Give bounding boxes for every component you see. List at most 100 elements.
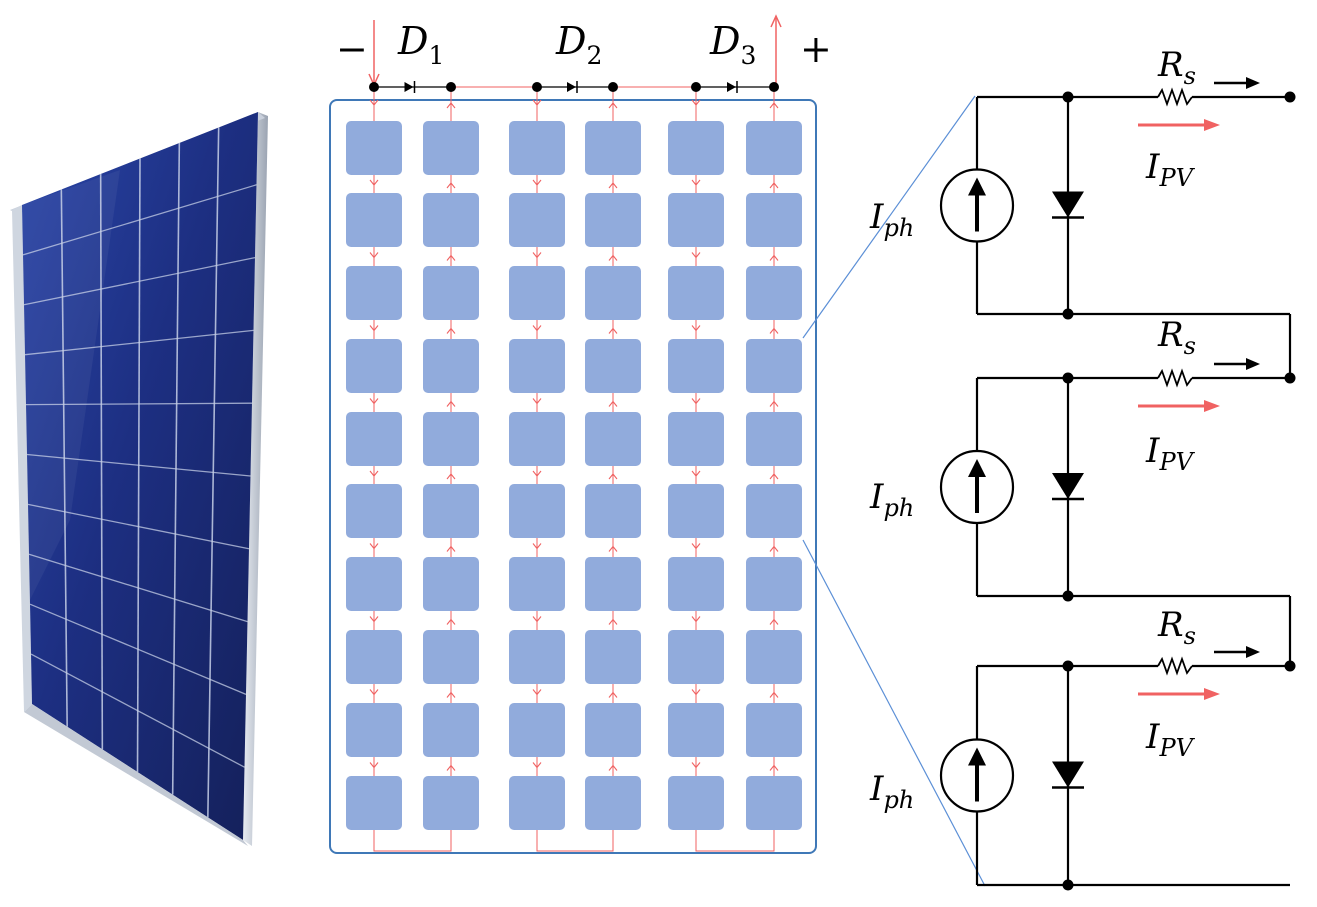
series-resistor-symbol <box>1157 368 1193 388</box>
flow-arrowhead <box>532 470 542 477</box>
flow-arrowhead <box>691 325 701 332</box>
solar-cell <box>585 557 641 611</box>
solar-cell <box>346 266 402 320</box>
flow-arrowhead <box>608 545 618 552</box>
bypass-diode-bus <box>369 81 779 93</box>
flow-arrowhead <box>532 398 542 405</box>
solar-cell <box>509 630 565 684</box>
diode-symbol <box>1052 761 1084 788</box>
output-terminal <box>1284 91 1296 103</box>
solar-cell <box>746 266 802 320</box>
solar-cell <box>746 630 802 684</box>
junction-dot <box>532 82 542 92</box>
module-schematic <box>329 14 817 854</box>
pv-current-label-2: IPV <box>1145 431 1196 476</box>
solar-cell <box>509 557 565 611</box>
panel-gridline <box>29 603 247 695</box>
solar-cell <box>668 121 724 175</box>
solar-cell <box>346 484 402 538</box>
solar-cell <box>668 776 724 830</box>
flow-arrowhead <box>446 545 456 552</box>
photocurrent-label-2: Iph <box>869 477 914 522</box>
flow-return <box>373 838 452 852</box>
solar-cell <box>668 266 724 320</box>
photocurrent-label-3: Iph <box>869 769 914 814</box>
diode-symbol <box>1052 191 1084 218</box>
solar-cell <box>585 193 641 247</box>
solar-cell <box>746 703 802 757</box>
solar-cell <box>346 121 402 175</box>
current-flow-paths <box>368 14 782 852</box>
bypass-diode-symbol <box>567 82 576 92</box>
bypass-diode-label-3: D3 <box>709 19 756 70</box>
flow-arrowhead <box>769 691 779 698</box>
flow-arrowhead <box>532 689 542 696</box>
junction-dot <box>769 82 779 92</box>
solar-cell <box>423 193 479 247</box>
panel-gridline <box>24 329 254 356</box>
flow-arrowhead <box>369 762 379 769</box>
solar-cell <box>746 557 802 611</box>
flow-arrowhead <box>369 398 379 405</box>
solar-cell <box>346 193 402 247</box>
flow-arrowhead <box>369 470 379 477</box>
pv-current-arrowhead <box>1204 119 1220 131</box>
flow-arrowhead <box>532 762 542 769</box>
solar-cell <box>509 412 565 466</box>
flow-arrowhead <box>608 327 618 334</box>
flow-arrowhead <box>769 102 779 109</box>
solar-cell <box>668 703 724 757</box>
solar-cell <box>423 703 479 757</box>
junction-dot <box>608 82 618 92</box>
solar-cell <box>746 412 802 466</box>
solar-cell <box>746 339 802 393</box>
pv-current-label-3: IPV <box>1145 717 1196 762</box>
solar-cell <box>585 630 641 684</box>
solar-cell <box>668 484 724 538</box>
solar-cell <box>668 339 724 393</box>
junction-dot <box>691 82 701 92</box>
junction-dot <box>369 82 379 92</box>
flow-arrowhead <box>446 473 456 480</box>
flow-arrowhead <box>769 618 779 625</box>
bypass-diode-symbol <box>727 82 736 92</box>
current-source-arrowhead <box>968 459 986 477</box>
solar-cell <box>509 266 565 320</box>
solar-cell <box>423 266 479 320</box>
flow-arrowhead <box>532 252 542 259</box>
bypass-diode-label-2: D2 <box>555 19 602 70</box>
module-frame <box>329 99 817 854</box>
flow-arrowhead <box>369 325 379 332</box>
flow-arrowhead <box>369 99 379 106</box>
solar-cell <box>585 703 641 757</box>
solar-cell <box>346 412 402 466</box>
flow-arrowhead <box>691 398 701 405</box>
solar-cell <box>423 630 479 684</box>
flow-arrowhead <box>769 327 779 334</box>
series-resistor-symbol <box>1157 656 1193 676</box>
negative-terminal-label: − <box>336 27 368 71</box>
zoom-lines <box>802 95 986 887</box>
solar-cell <box>423 776 479 830</box>
solar-cell <box>423 121 479 175</box>
solar-cell <box>346 630 402 684</box>
flow-arrowhead <box>446 182 456 189</box>
solar-cell <box>423 339 479 393</box>
flow-arrowhead <box>446 400 456 407</box>
flow-arrowhead <box>691 689 701 696</box>
panel-gridline <box>26 453 251 477</box>
solar-cell <box>509 193 565 247</box>
solar-cell <box>668 630 724 684</box>
panel-gridline <box>27 503 250 550</box>
panel-gridline <box>23 256 256 306</box>
panel-gridline <box>22 184 257 256</box>
solar-cell <box>585 339 641 393</box>
solar-cell <box>746 193 802 247</box>
pv-current-arrowhead <box>1204 400 1220 412</box>
panel-gridline <box>25 402 253 406</box>
solar-cell <box>509 339 565 393</box>
flow-arrowhead <box>608 400 618 407</box>
flow-arrowhead <box>691 543 701 550</box>
flow-arrowhead <box>446 764 456 771</box>
bypass-diode-symbol <box>404 82 414 92</box>
